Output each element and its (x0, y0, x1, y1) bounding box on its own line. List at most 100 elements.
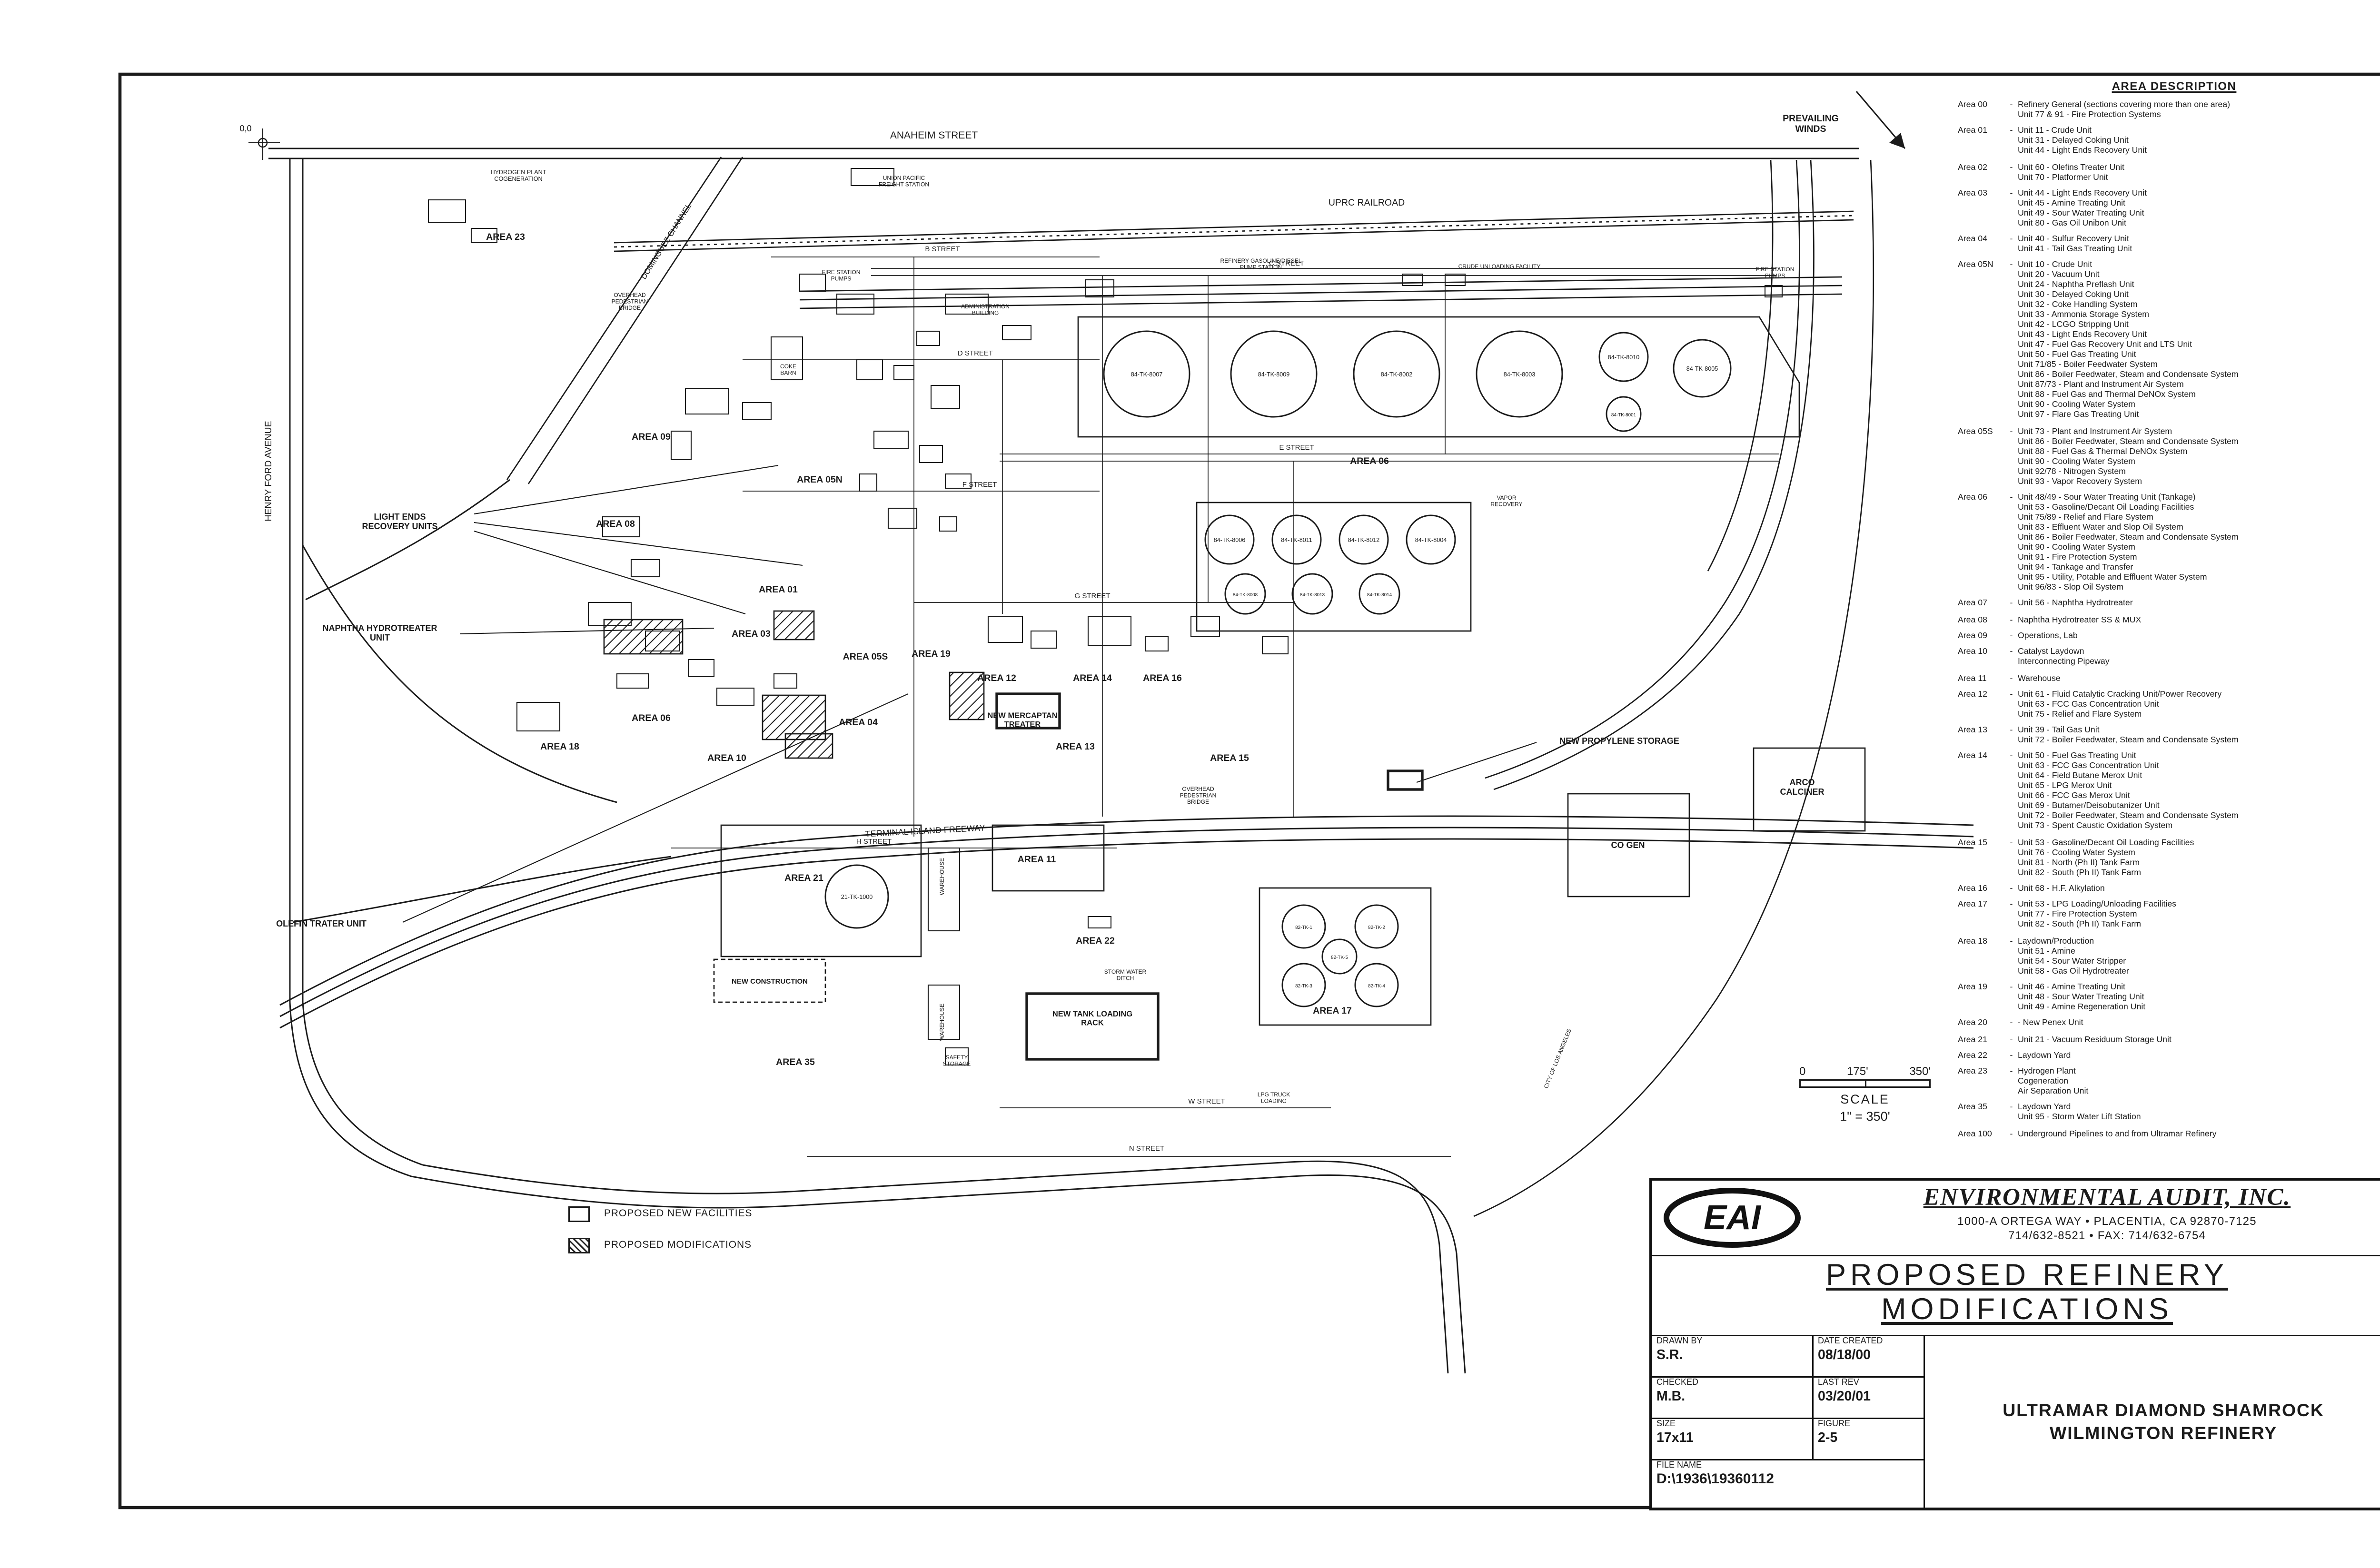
scale-bar (1799, 1079, 1931, 1088)
area-line: Unit 86 - Boiler Feedwater, Steam and Co… (2018, 438, 2239, 447)
tank (1353, 330, 1440, 418)
tank (1476, 330, 1563, 418)
area-line: Unit 73 - Spent Caustic Oxidation System (2018, 823, 2173, 832)
area-line: Laydown Yard (2018, 1052, 2071, 1061)
area-code: Area 17 (1958, 901, 1987, 910)
area-line: Unit 53 - LPG Loading/Unloading Faciliti… (2018, 901, 2177, 910)
area-line: Underground Pipelines to and from Ultram… (2018, 1130, 2217, 1139)
scale-numbers: 0 175' 350' (1799, 1065, 1931, 1078)
tank-label: 84-TK-8005 (1686, 365, 1718, 372)
field-value: 2-5 (1818, 1430, 1838, 1446)
area-lines: Unit 73 - Plant and Instrument Air Syste… (2018, 428, 2380, 488)
tank (1271, 514, 1322, 565)
street-grid (671, 256, 1779, 1157)
area-code: Area 02 (1958, 163, 1987, 172)
area-label: AREA 12 (977, 673, 1016, 683)
legend: PROPOSED NEW FACILITIES PROPOSED MODIFIC… (568, 1206, 752, 1269)
dash: - (2010, 1104, 2013, 1113)
area-lines: Unit 53 - Gasoline/Decant Oil Loading Fa… (2018, 839, 2380, 879)
proposed-modification-hatches (603, 610, 985, 759)
area-line: Unit 51 - Amine (2018, 947, 2075, 956)
area-entry: Area 06-Unit 48/49 - Sour Water Treating… (1958, 494, 2380, 594)
area-label: AREA 15 (1210, 753, 1249, 763)
tank-label: 84-TK-8002 (1381, 371, 1413, 378)
area-label: AREA 16 (1143, 673, 1182, 683)
area-line: Unit 11 - Crude Unit (2018, 127, 2092, 136)
area-line: Naphtha Hydrotreater SS & MUX (2018, 616, 2142, 625)
street-label: D STREET (958, 349, 993, 357)
area-line: Unit 54 - Sour Water Stripper (2018, 957, 2126, 966)
legend-label: PROPOSED NEW FACILITIES (604, 1209, 753, 1219)
area-label: AREA 03 (732, 629, 771, 639)
dash: - (2010, 690, 2013, 700)
tank (1230, 330, 1318, 418)
field-value: 08/18/00 (1818, 1348, 1871, 1363)
dash: - (2010, 674, 2013, 683)
area-line: Unit 43 - Light Ends Recovery Unit (2018, 332, 2147, 341)
area-code: Area 12 (1958, 690, 1987, 700)
dash: - (2010, 839, 2013, 848)
tank (1291, 573, 1333, 615)
scale-mid: 175' (1847, 1065, 1868, 1078)
tank-label: 82-TK-4 (1368, 984, 1385, 989)
area-line: Unit 65 - LPG Merox Unit (2018, 783, 2112, 792)
field-label: FILE NAME (1656, 1462, 1702, 1470)
area-entry: Area 09-Operations, Lab (1958, 632, 2380, 642)
area-line: Unit 50 - Fuel Gas Treating Unit (2018, 352, 2136, 361)
area-line: Unit 32 - Coke Handling System (2018, 302, 2138, 311)
tank-label: 84-TK-8003 (1504, 371, 1536, 378)
area-code: Area 04 (1958, 236, 1987, 245)
area-line: Unit 66 - FCC Gas Merox Unit (2018, 793, 2130, 802)
title-block-fields: DRAWN BY S.R. DATE CREATED 08/18/00 CHEC… (1652, 1336, 1925, 1508)
dash: - (2010, 101, 2013, 110)
area-line: Unit 90 - Cooling Water System (2018, 544, 2135, 553)
area-lines: Unit 56 - Naphtha Hydrotreater (2018, 600, 2380, 610)
area-line: Unit 77 & 91 - Fire Protection Systems (2018, 111, 2161, 120)
field-size: SIZE 17x11 (1652, 1419, 1814, 1459)
area-label: AREA 06 (632, 713, 671, 723)
area-line: Unit 80 - Gas Oil Unibon Unit (2018, 219, 2126, 228)
field-date-created: DATE CREATED 08/18/00 (1814, 1336, 1924, 1376)
area-line: Unit 92/78 - Nitrogen System (2018, 468, 2126, 477)
area-line: Unit 83 - Effluent Water and Slop Oil Sy… (2018, 524, 2183, 533)
area-line: Hydrogen Plant (2018, 1068, 2076, 1077)
tank (1321, 938, 1358, 975)
area-label: AREA 05S (843, 651, 888, 662)
area-entry: Area 14-Unit 50 - Fuel Gas Treating Unit… (1958, 753, 2380, 833)
area-line: Unit 87/73 - Plant and Instrument Air Sy… (2018, 382, 2184, 391)
area-entry: Area 12-Unit 61 - Fluid Catalytic Cracki… (1958, 691, 2380, 721)
area-line: Unit 63 - FCC Gas Concentration Unit (2018, 763, 2159, 772)
area-label: AREA 05N (797, 474, 843, 485)
field-checked: CHECKED M.B. (1652, 1378, 1814, 1418)
tanks (824, 330, 1732, 1007)
dash: - (2010, 1052, 2013, 1061)
area-line: Unit 77 - Fire Protection System (2018, 911, 2137, 920)
area-code: Area 35 (1958, 1104, 1987, 1113)
area-lines: Unit 53 - LPG Loading/Unloading Faciliti… (2018, 901, 2380, 931)
title-block-body: DRAWN BY S.R. DATE CREATED 08/18/00 CHEC… (1652, 1336, 2380, 1508)
field-label: DATE CREATED (1818, 1338, 1883, 1346)
area-line: Unit 48 - Sour Water Treating Unit (2018, 993, 2144, 1002)
legend-label: PROPOSED MODIFICATIONS (604, 1241, 752, 1251)
field-value: M.B. (1656, 1389, 1686, 1405)
area-line: Unit 47 - Fuel Gas Recovery Unit and LTS… (2018, 342, 2192, 351)
street-label: HENRY FORD AVENUE (263, 421, 274, 521)
tank-label: 84-TK-8014 (1367, 592, 1392, 598)
area-line: Unit 20 - Vacuum Unit (2018, 272, 2100, 281)
area-line: Unit 31 - Delayed Coking Unit (2018, 137, 2129, 146)
